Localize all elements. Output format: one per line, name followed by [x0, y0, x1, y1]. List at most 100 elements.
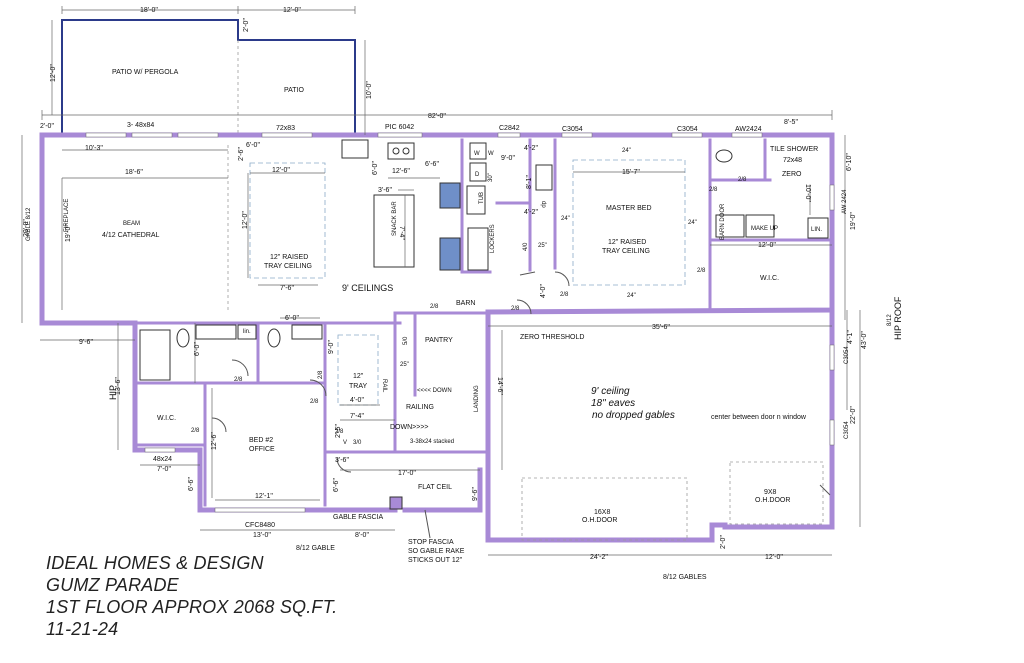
- patio-outline: [61, 19, 356, 135]
- garage-note-3: no dropped gables: [592, 410, 675, 421]
- dim-top-18-0: 18'-0": [140, 7, 158, 14]
- wic-bed2-label: W.I.C.: [157, 415, 176, 422]
- range-fixture: [341, 139, 369, 159]
- door-label-16: 25": [400, 362, 409, 368]
- pantry-label: PANTRY: [425, 337, 453, 344]
- dim-12-6: 12'-6": [392, 168, 410, 175]
- fridge-fixture: [439, 237, 461, 271]
- dryer-label: D: [475, 172, 480, 178]
- window-labels: 3- 48x84 72x83 PIC 6042 C2842 C3054 C305…: [127, 122, 850, 529]
- dim-2-5: 2'-5": [335, 424, 342, 438]
- dim-4-1: 4'-1": [847, 330, 854, 344]
- dim-17-0: 17'-0": [398, 470, 416, 477]
- toilet-hall: [176, 328, 190, 348]
- cathedral-label: 4/12 CATHEDRAL: [102, 232, 160, 239]
- door-label-10: 2/8: [191, 428, 200, 434]
- lin-master-label: LIN.: [811, 227, 822, 233]
- door-label-3: 2/8: [697, 268, 706, 274]
- dim-3-6a: 3'-6": [378, 187, 392, 194]
- door-label-4: 2/8: [430, 304, 439, 310]
- door-label-7: 2/8: [234, 377, 243, 383]
- vanity-hall: [195, 324, 237, 340]
- dim-top-2-0: 2'-0": [243, 18, 250, 32]
- dim-4-0a: 4'-0": [540, 284, 547, 298]
- dim-12-1: 12'-1": [255, 493, 273, 500]
- dim-8-1: 8'-1": [526, 175, 533, 189]
- plan-date: 11-21-24: [46, 619, 119, 639]
- interior-walls: [133, 138, 834, 507]
- toilet-master: [715, 149, 733, 163]
- door-label-20: 24": [627, 293, 636, 299]
- dim-9-0a: 9'-0": [501, 155, 515, 162]
- door-label-12: 3/0: [353, 440, 362, 446]
- dim-3-6b: 3'-6": [335, 457, 349, 464]
- dim-patio-10-0: 10'-0": [366, 81, 373, 99]
- dim-left-12-0: 12'-0": [50, 64, 57, 82]
- lin-hall-label: lin.: [243, 329, 251, 335]
- tray-ceiling-1b: TRAY CEILING: [264, 263, 312, 270]
- stacked-label: 3-38x24 stacked: [410, 439, 454, 445]
- dim-22-0: 22'-0": [850, 406, 857, 424]
- dim-7-0: 7'-0": [157, 466, 171, 473]
- tile-shower-label: TILE SHOWER: [770, 146, 818, 153]
- dim-13-6: 13'-6": [115, 377, 122, 395]
- toilet-hall-2: [267, 328, 281, 348]
- dim-6-0b: 6'-0": [372, 161, 379, 175]
- barn-label: BARN: [456, 300, 475, 307]
- dim-10-0: 10'-0": [804, 184, 811, 202]
- patio-pergola-label: PATIO W/ PERGOLA: [112, 69, 179, 76]
- stop-fascia-3: STICKS OUT 12": [408, 557, 463, 564]
- stop-fascia-1: STOP FASCIA: [408, 539, 454, 546]
- dim-12-0d: 12'-0": [765, 554, 783, 561]
- dim-6-0c: 6'-0": [194, 342, 201, 356]
- dim-4-2a: 4'-2": [524, 145, 538, 152]
- vanity-master-2: [745, 214, 775, 238]
- fascia-post: [389, 496, 403, 510]
- kitchen-sink-fixture: [387, 142, 415, 160]
- dim-20-0: 20'-0": [23, 219, 30, 237]
- tray-ceiling-2b: TRAY CEILING: [602, 248, 650, 255]
- dim-15-7: 15'-7": [622, 169, 640, 176]
- company-name: IDEAL HOMES & DESIGN: [46, 553, 264, 573]
- dim-4-2b: 4'-2": [524, 209, 538, 216]
- master-bed-label: MASTER BED: [606, 205, 652, 212]
- bed2-label: BED #2: [249, 437, 273, 444]
- make-up-label: MAKE UP: [751, 226, 778, 232]
- zero-label: ZERO: [782, 171, 802, 178]
- door-label-13: 4/0: [523, 242, 529, 251]
- garage-note-1: 9' ceiling: [591, 386, 630, 397]
- dim-35-6: 35'-6": [652, 324, 670, 331]
- appliance-fixture: [439, 182, 461, 209]
- dim-12-0b: 12'-0": [242, 211, 249, 229]
- down-left-label: <<<< DOWN: [417, 388, 452, 394]
- window-label-6: C3054: [677, 126, 698, 133]
- window-label-4: C2842: [499, 125, 520, 132]
- door-label-5: 2/8: [511, 306, 520, 312]
- dim-6-6b: 6'-6": [188, 477, 195, 491]
- dim-9-6-left: 9'-6": [79, 339, 93, 346]
- gable-812-left: GABLE 8/12: [26, 207, 32, 241]
- ohdoor1-label: O.H.DOOR: [582, 517, 617, 524]
- gable-fascia-label: GABLE FASCIA: [333, 514, 384, 521]
- window-label-11: 48x24: [153, 456, 172, 463]
- lin-master-box: [807, 217, 829, 239]
- hip-roof-pitch: 8/12: [887, 314, 893, 326]
- tub-label: TUB: [479, 192, 485, 204]
- door-label-9: 2/8: [318, 370, 324, 379]
- door-label-2: 2/8: [709, 187, 718, 193]
- dim-13-0: 13'-0": [253, 532, 271, 539]
- washer-label: W: [474, 151, 480, 157]
- tray-a-label: 12": [353, 373, 364, 380]
- window-openings: [85, 132, 835, 513]
- ohdoor2-label: O.H.DOOR: [755, 497, 790, 504]
- barn-door-label: BARN DOOR: [720, 203, 726, 240]
- dim-6-0a: 6'-0": [246, 142, 260, 149]
- dim-12-6b: 12'-6": [211, 432, 218, 450]
- dim-7-6: 7'-6": [280, 285, 294, 292]
- window-label-2: 72x83: [276, 125, 295, 132]
- door-label-14: 5/0: [403, 336, 409, 345]
- door-label-18: 24": [561, 216, 570, 222]
- window-label-12: CFC8480: [245, 522, 275, 529]
- dim-43-0: 43'-0": [861, 331, 868, 349]
- dim-right-8-5: 8'-5": [784, 119, 798, 126]
